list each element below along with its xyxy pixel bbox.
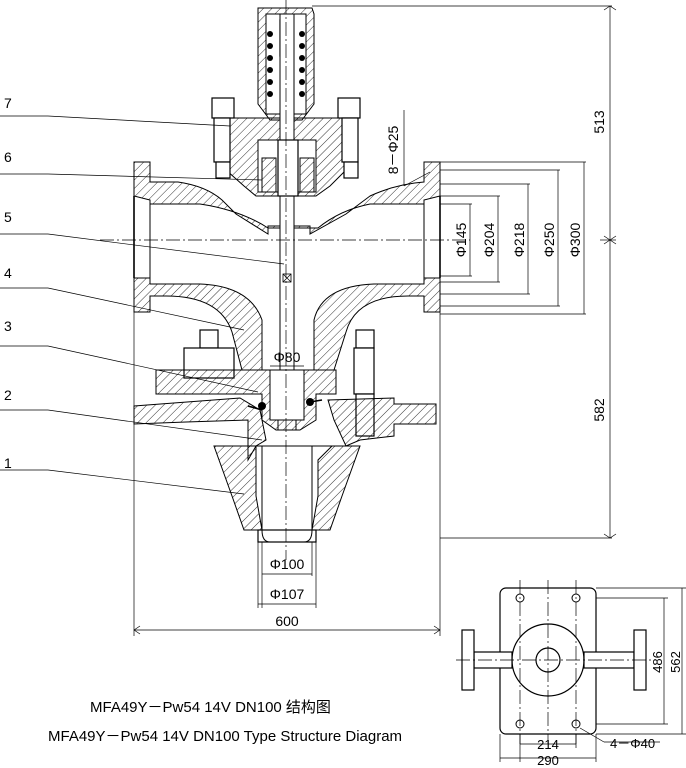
spring [267,31,305,97]
packing [261,157,315,193]
caption-english: MFA49Y－Pw54 14V DN100 Type Structure Dia… [48,728,402,745]
bonnet-bolts [211,97,361,179]
outlet-cone [213,445,263,531]
dim-290: 290 [537,753,559,768]
caption: MFA49Y－Pw54 14V DN100 结构图 MFA49Y－Pw54 14… [48,699,402,745]
dim-486: 486 [650,651,665,673]
dimension-labels: 513 582 8－Φ25 Φ145 Φ204 Φ218 Φ250 Φ300 Φ… [270,110,607,629]
dim-phi300: Φ300 [567,223,583,258]
dim-phi107: Φ107 [270,586,305,602]
dim-582: 582 [591,398,607,422]
dim-phi250: Φ250 [541,223,557,258]
part-label-4: 4 [4,265,12,281]
part-label-2: 2 [4,387,12,403]
dim-214: 214 [537,737,559,752]
dimension-lines [133,5,617,636]
caption-chinese: MFA49Y－Pw54 14V DN100 结构图 [90,699,331,716]
dim-phi218: Φ218 [511,223,527,258]
dim-phi80: Φ80 [274,349,301,365]
dim-phi145: Φ145 [453,223,469,258]
dim-562: 562 [668,651,683,673]
dim-600: 600 [275,613,299,629]
dim-8-phi25: 8－Φ25 [385,126,401,175]
part-leaders [0,115,285,495]
part-number-labels: 1 2 3 4 5 6 7 [4,95,12,471]
part-label-1: 1 [4,455,12,471]
dim-phi204: Φ204 [481,223,497,258]
main-section-view [100,0,470,560]
dim-4-phi40: 4－Φ40 [610,736,655,751]
part-label-5: 5 [4,209,12,225]
dim-513: 513 [591,110,607,134]
plan-view-labels: 486 562 214 290 4－Φ40 [537,651,683,768]
plan-view [456,580,686,762]
part-label-3: 3 [4,318,12,334]
part-label-7: 7 [4,95,12,111]
dim-phi100: Φ100 [270,556,305,572]
valve-body [133,161,441,235]
part-label-6: 6 [4,149,12,165]
